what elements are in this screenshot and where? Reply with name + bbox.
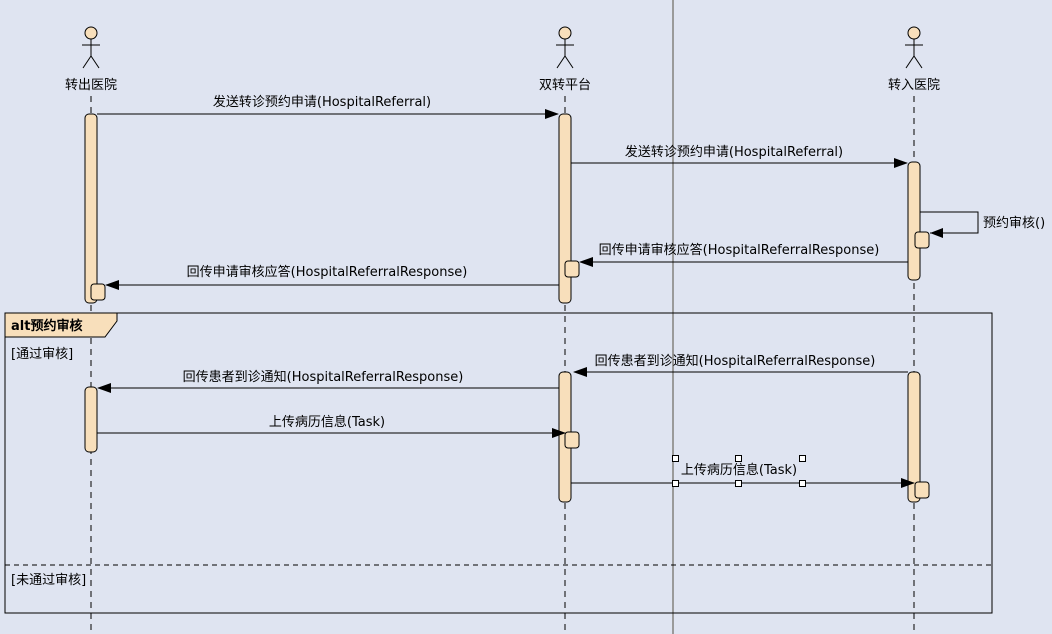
actor-label: 双转平台 xyxy=(539,78,591,93)
message-label: 预约审核() xyxy=(983,216,1045,231)
message-6[interactable]: 回传患者到诊通知(HospitalReferralResponse) xyxy=(97,369,559,393)
message-self-review[interactable]: 预约审核() xyxy=(920,211,1045,238)
guard-label: [通过审核] xyxy=(11,347,73,362)
actor-label: 转出医院 xyxy=(65,78,117,93)
message-label: 回传患者到诊通知(HospitalReferralResponse) xyxy=(183,369,464,385)
message-label: 回传患者到诊通知(HospitalReferralResponse) xyxy=(595,353,876,369)
message-7[interactable]: 上传病历信息(Task) xyxy=(97,414,566,438)
message-1[interactable]: 发送转诊预约申请(HospitalReferral) xyxy=(97,94,559,119)
message-2[interactable]: 发送转诊预约申请(HospitalReferral) xyxy=(571,144,908,168)
message-label: 发送转诊预约申请(HospitalReferral) xyxy=(625,144,843,160)
nested-activation[interactable] xyxy=(564,431,580,449)
message-label: 回传申请审核应答(HospitalReferralResponse) xyxy=(187,264,468,280)
activation-bar[interactable] xyxy=(558,113,572,304)
nested-activation[interactable] xyxy=(914,231,930,249)
selection-handles[interactable] xyxy=(672,455,806,487)
nested-activation[interactable] xyxy=(90,283,106,301)
message-4[interactable]: 回传申请审核应答(HospitalReferralResponse) xyxy=(105,264,559,290)
activation-bar[interactable] xyxy=(84,386,98,453)
actor-label: 转入医院 xyxy=(888,78,940,93)
message-3[interactable]: 回传申请审核应答(HospitalReferralResponse) xyxy=(579,242,908,267)
message-label: 回传申请审核应答(HospitalReferralResponse) xyxy=(599,242,880,258)
activation-bar[interactable] xyxy=(907,161,921,281)
nested-activation[interactable] xyxy=(914,481,930,499)
actor-referral-platform[interactable]: 双转平台 xyxy=(539,26,591,93)
message-label: 上传病历信息(Task) xyxy=(681,462,797,478)
message-5[interactable]: 回传患者到诊通知(HospitalReferralResponse) xyxy=(573,353,908,377)
fragment-title: alt预约审核 xyxy=(11,318,82,334)
message-label: 上传病历信息(Task) xyxy=(269,414,385,430)
nested-activation[interactable] xyxy=(564,260,580,278)
actor-incoming-hospital[interactable]: 转入医院 xyxy=(888,26,940,93)
guard-label: [未通过审核] xyxy=(11,573,86,588)
alt-fragment[interactable]: alt预约审核 [通过审核] [未通过审核] xyxy=(4,312,993,614)
activation-bar[interactable] xyxy=(84,113,98,304)
actor-outgoing-hospital[interactable]: 转出医院 xyxy=(65,26,117,93)
message-8[interactable]: 上传病历信息(Task) xyxy=(571,462,915,488)
message-label: 发送转诊预约申请(HospitalReferral) xyxy=(213,94,431,110)
activation-bar[interactable] xyxy=(907,371,921,503)
